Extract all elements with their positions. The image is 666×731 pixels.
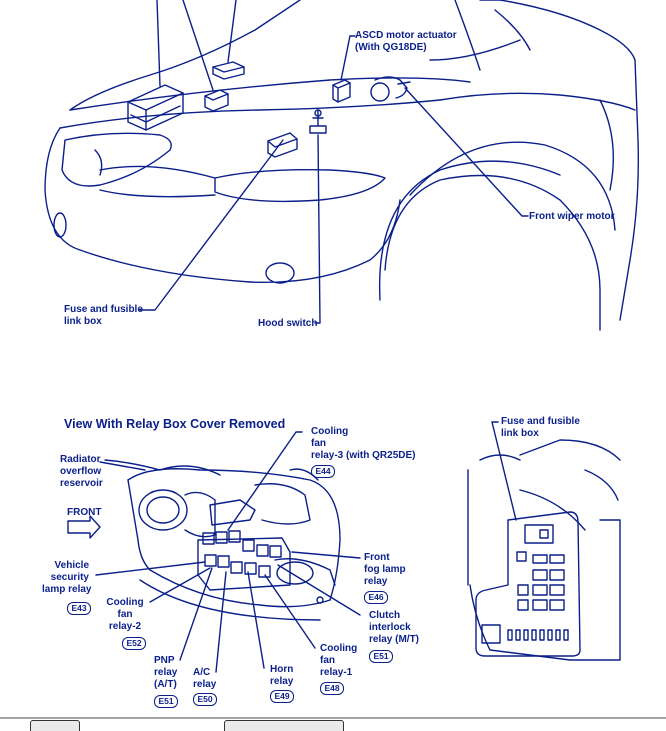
connector-e52: E52 (122, 637, 146, 650)
side-fuse-box-drawing (467, 421, 621, 661)
front-direction-label: FRONT (67, 507, 102, 518)
top-leader-lines (139, 0, 529, 324)
label-clutch-interlock-relay: Clutch interlock relay (M/T) (369, 610, 420, 645)
label-horn-relay: Horn relay (270, 664, 294, 687)
label-front-wiper-motor: Front wiper motor (529, 211, 615, 222)
label-fuse-box-top: Fuse and fusible link box (64, 304, 143, 327)
label-ac-relay: A/C relay (193, 667, 217, 690)
label-fuse-box-side: Fuse and fusible link box (501, 416, 580, 439)
label-cooling-fan-relay-2: Cooling fan relay-2 (106, 597, 144, 632)
engine-components (127, 61, 411, 158)
label-radiator-reservoir: Radiator overflow reservoir (60, 454, 103, 489)
car-outline (44, 0, 640, 331)
relay-box-drawing (67, 459, 341, 621)
label-pnp-relay: PNP relay (A/T) (154, 655, 178, 690)
label-hood-switch: Hood switch (258, 318, 318, 329)
connector-e44: E44 (311, 465, 335, 478)
connector-e51-clutch: E51 (369, 650, 393, 663)
label-ascd-motor-actuator: ASCD motor actuator (With QG18DE) (355, 30, 457, 53)
label-cooling-fan-relay-3: Cooling fan relay-3 (with QR25DE) (311, 426, 416, 461)
label-vehicle-security-lamp-relay: Vehicle security lamp relay (42, 560, 92, 595)
connector-e50: E50 (193, 693, 217, 706)
connector-e43: E43 (67, 602, 91, 615)
connector-e51-pnp: E51 (154, 695, 178, 708)
relay-leader-lines (95, 431, 361, 673)
connector-e48: E48 (320, 682, 344, 695)
relay-view-title: View With Relay Box Cover Removed (64, 417, 286, 431)
connector-e49: E49 (270, 690, 294, 703)
label-cooling-fan-relay-1: Cooling fan relay-1 (320, 643, 358, 678)
connector-e46: E46 (364, 591, 388, 604)
label-front-fog-lamp-relay: Front fog lamp relay (364, 552, 406, 587)
